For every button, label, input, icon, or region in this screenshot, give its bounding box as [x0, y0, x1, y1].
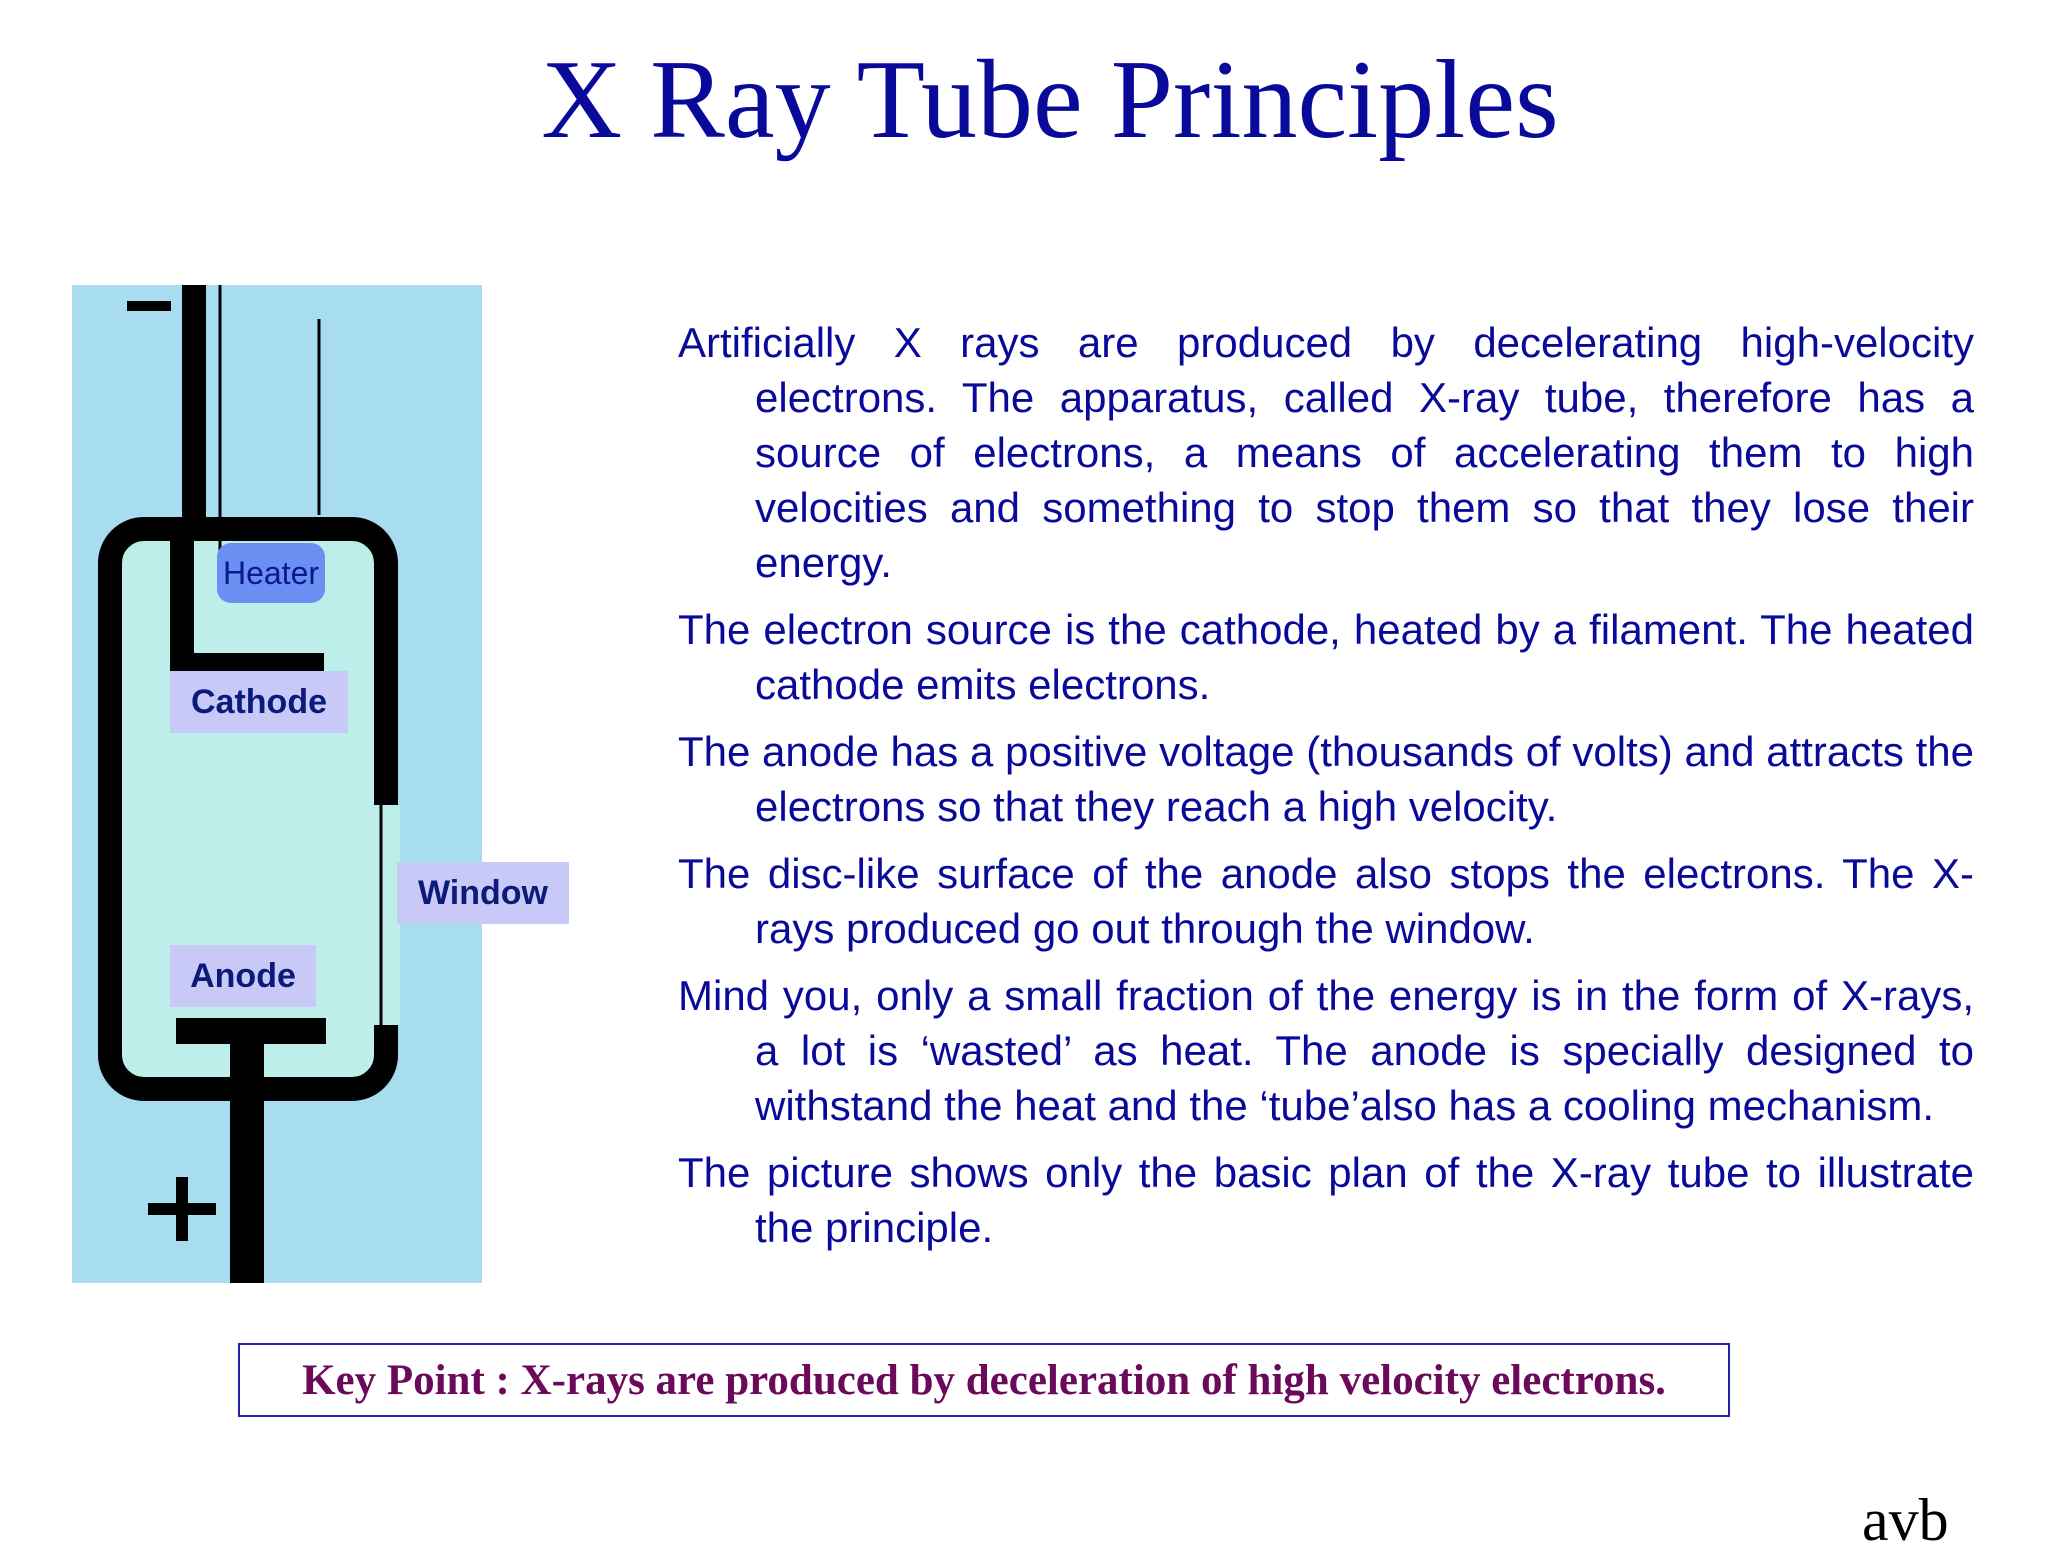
key-point-box: Key Point : X-rays are produced by decel… — [238, 1343, 1730, 1417]
minus-symbol — [127, 301, 171, 311]
cathode-label: Cathode — [170, 671, 348, 733]
paragraph: Mind you, only a small fraction of the e… — [678, 972, 1974, 1129]
cathode-bracket — [170, 529, 324, 677]
anode-stem — [230, 1018, 264, 1283]
anode-label: Anode — [170, 945, 316, 1007]
author-initials: avb — [1862, 1487, 1949, 1553]
key-point-text: Key Point : X-rays are produced by decel… — [302, 1356, 1666, 1404]
window-label: Window — [397, 862, 569, 924]
cathode-lead — [182, 285, 206, 541]
paragraph: The electron source is the cathode, heat… — [678, 606, 1974, 708]
xray-tube-drawing — [72, 285, 482, 1283]
slide-title: X Ray Tube Principles — [541, 38, 1559, 162]
heater-label: Heater — [217, 543, 325, 603]
plus-symbol-v — [176, 1177, 188, 1241]
paragraph: The anode has a positive voltage (thousa… — [678, 728, 1974, 830]
paragraph: Artificially X rays are produced by dece… — [678, 319, 1974, 586]
paragraph: The picture shows only the basic plan of… — [678, 1149, 1974, 1251]
body-text: Artificially X rays are produced by dece… — [678, 315, 1974, 1267]
paragraph: The disc-like surface of the anode also … — [678, 850, 1974, 952]
window-gap — [372, 805, 400, 1025]
xray-tube-diagram: Heater Cathode Window Anode — [72, 285, 569, 1283]
